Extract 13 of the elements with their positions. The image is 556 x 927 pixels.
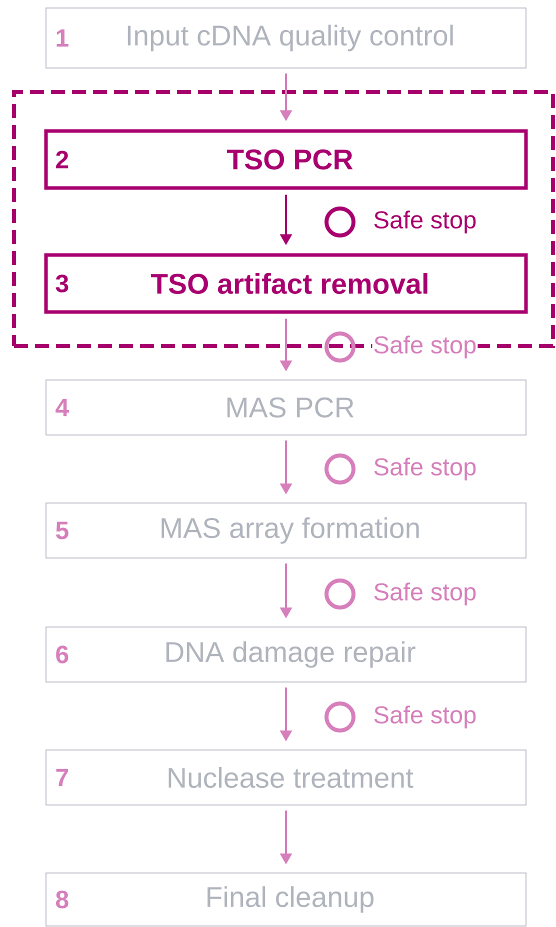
step-box: 2 TSO PCR bbox=[44, 129, 528, 190]
step-box: 1 Input cDNA quality control bbox=[46, 8, 526, 68]
safe-stop-label: Safe stop bbox=[372, 456, 478, 482]
step-box: 8 Final cleanup bbox=[46, 872, 526, 926]
step-box: 7 Nuclease treatment bbox=[46, 750, 526, 806]
step-box: 6 DNA damage repair bbox=[46, 626, 526, 682]
step-box: 3 TSO artifact removal bbox=[44, 253, 528, 314]
safe-stop-label: Safe stop bbox=[372, 582, 478, 606]
safe-stop-label: Safe stop bbox=[372, 334, 478, 360]
step-box: 5 MAS array formation bbox=[46, 502, 526, 558]
safe-stop-label: Safe stop bbox=[372, 704, 478, 730]
safe-stop-label: Safe stop bbox=[372, 210, 478, 234]
step-box: 4 MAS PCR bbox=[46, 380, 526, 436]
